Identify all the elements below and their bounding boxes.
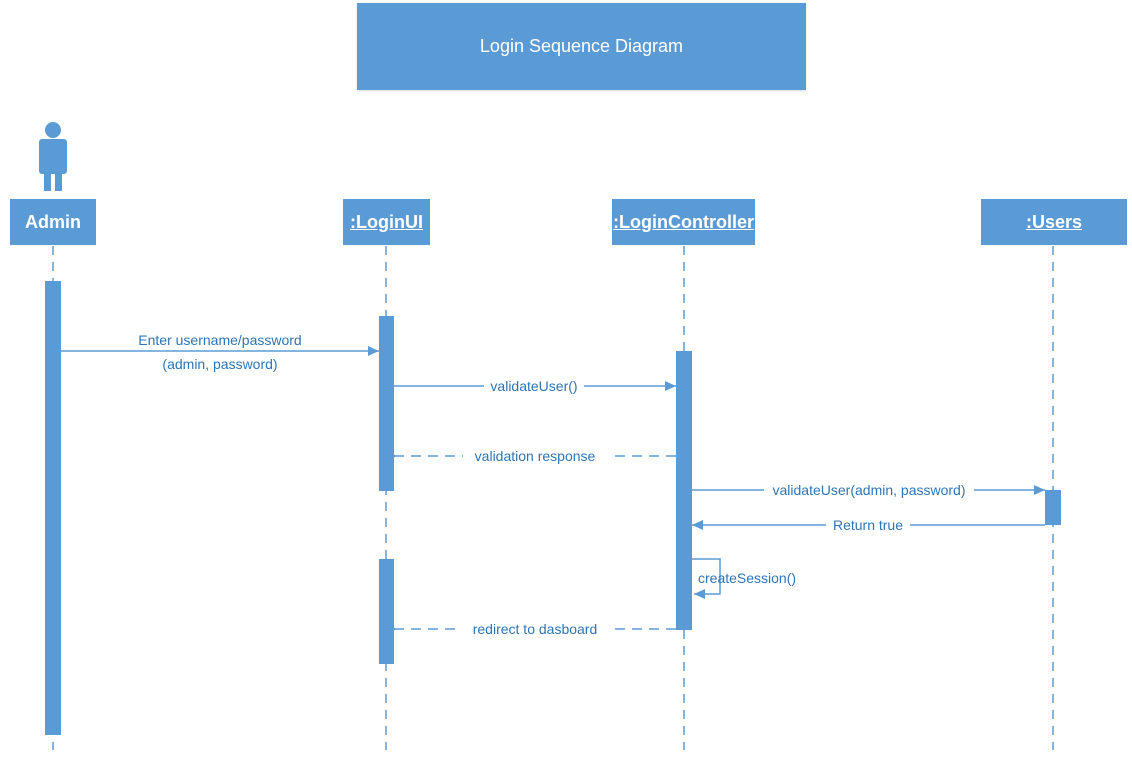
participant-loginui-label: :LoginUI xyxy=(350,211,423,232)
activation-bar-admin xyxy=(45,281,61,735)
message-label-validate-user-args: validateUser(admin, password) xyxy=(773,482,966,498)
participant-admin-label: Admin xyxy=(25,211,81,232)
activation-bar-users xyxy=(1045,490,1061,525)
message-label-validate-user: validateUser() xyxy=(490,378,577,394)
activation-bar-loginui-1 xyxy=(379,316,394,491)
participant-loginui: :LoginUI xyxy=(343,199,430,245)
message-arrow-create-session xyxy=(692,558,721,599)
message-label-validation-response: validation response xyxy=(475,448,596,464)
activation-bar-logincontroller xyxy=(676,351,692,630)
admin-person-icon xyxy=(39,122,67,191)
participant-admin: Admin xyxy=(10,199,96,245)
participant-logincontroller: :LoginController xyxy=(612,199,755,245)
message-label-enter-credentials-args: (admin, password) xyxy=(162,356,277,372)
participant-logincontroller-label: :LoginController xyxy=(613,211,754,232)
diagram-title-box: Login Sequence Diagram xyxy=(357,3,806,90)
participant-users: :Users xyxy=(981,199,1127,245)
message-label-create-session: createSession() xyxy=(698,570,796,586)
participant-users-label: :Users xyxy=(1025,211,1083,232)
activation-bar-loginui-2 xyxy=(379,559,394,664)
message-label-return-true: Return true xyxy=(833,517,903,533)
message-label-redirect-dashboard: redirect to dasboard xyxy=(473,621,598,637)
diagram-title: Login Sequence Diagram xyxy=(479,36,684,56)
message-label-enter-credentials: Enter username/password xyxy=(138,332,301,348)
